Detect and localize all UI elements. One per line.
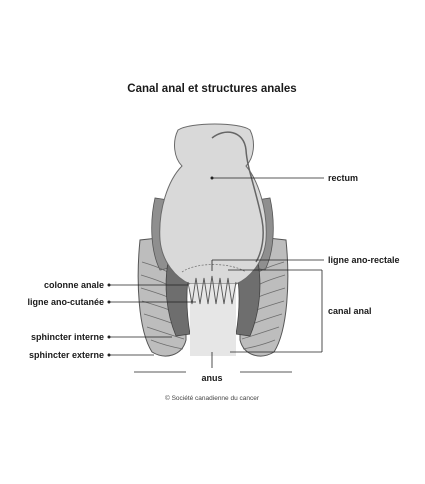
label-sphincter-interne: sphincter interne [31, 332, 104, 342]
label-rectum: rectum [328, 173, 358, 183]
label-sphincter-externe: sphincter externe [29, 350, 104, 360]
rectal-wall-fold [211, 131, 264, 263]
label-ligne-ano-rectale: ligne ano-rectale [328, 255, 400, 265]
rectum-body [159, 123, 267, 285]
diagram-title: Canal anal et structures anales [127, 83, 296, 95]
label-leaders [107, 176, 324, 368]
anal-columns [181, 264, 247, 305]
label-canal-anal: canal anal [328, 306, 372, 316]
label-ligne-ano-cutanee: ligne ano-cutanée [27, 297, 104, 307]
anal-canal-lumen [190, 284, 236, 356]
label-anus: anus [201, 373, 222, 383]
copyright-credit: © Société canadienne du cancer [165, 394, 260, 402]
label-colonne-anale: colonne anale [44, 280, 104, 290]
